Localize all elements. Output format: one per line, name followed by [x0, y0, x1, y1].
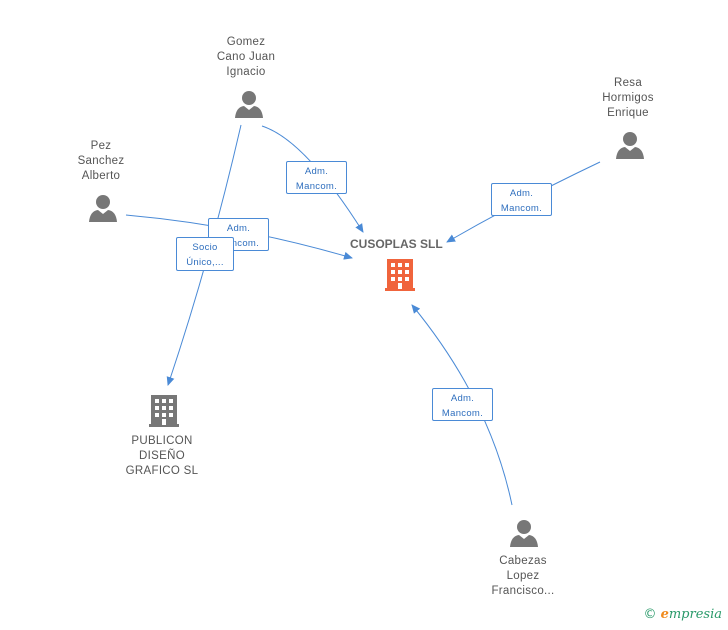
- edge-label-line: Adm.: [226, 223, 251, 234]
- company-publicon-label[interactable]: PUBLICON DISEÑO GRAFICO SL: [112, 434, 212, 479]
- main-company-building-icon[interactable]: [385, 257, 417, 293]
- person-resa-label[interactable]: Resa Hormigos Enrique: [588, 76, 668, 121]
- main-company-title[interactable]: CUSOPLAS SLL: [350, 237, 443, 251]
- person-pez-label[interactable]: Pez Sanchez Alberto: [61, 139, 141, 184]
- label-line: Hormigos: [602, 92, 654, 104]
- edge-label-cabezas-main: Adm. Mancom.: [432, 388, 493, 421]
- edge-label-gomez-publicon: Socio Único,...: [176, 237, 234, 271]
- edge-label-resa-main: Adm. Mancom.: [491, 183, 552, 216]
- edge-label-line: Mancom.: [217, 238, 260, 249]
- brand-name: mpresia: [668, 607, 722, 622]
- brand-initial: e: [660, 607, 669, 622]
- edge-label-line: Adm.: [304, 166, 329, 177]
- label-line: Lopez: [506, 570, 540, 582]
- edge-label-gomez-main: Adm. Mancom.: [286, 161, 347, 194]
- edge-label-line: Único,...: [186, 257, 224, 268]
- edge-label-line: Adm.: [509, 188, 534, 199]
- person-gomez-icon[interactable]: [234, 89, 264, 119]
- edge-label-line: Mancom.: [441, 408, 484, 419]
- label-line: DISEÑO: [139, 450, 185, 462]
- edge-label-line: Socio: [192, 242, 218, 253]
- label-line: Ignacio: [226, 66, 266, 78]
- person-cabezas-icon[interactable]: [509, 518, 539, 548]
- label-line: Gomez: [226, 36, 266, 48]
- label-line: PUBLICON: [131, 435, 193, 447]
- label-line: Pez: [90, 140, 112, 152]
- person-pez-icon[interactable]: [88, 193, 118, 223]
- label-line: Francisco...: [491, 585, 555, 597]
- label-line: Alberto: [81, 170, 121, 182]
- copyright-symbol: ©: [643, 607, 657, 622]
- edge-label-line: Adm.: [450, 393, 475, 404]
- person-gomez-label[interactable]: Gomez Cano Juan Ignacio: [206, 35, 286, 80]
- person-cabezas-label[interactable]: Cabezas Lopez Francisco...: [478, 554, 568, 599]
- label-line: Cabezas: [499, 555, 547, 567]
- empresia-watermark: © empresia: [643, 607, 722, 622]
- publicon-building-icon[interactable]: [149, 393, 181, 429]
- person-resa-icon[interactable]: [615, 130, 645, 160]
- edge-label-line: Mancom.: [295, 181, 338, 192]
- edge-label-line: Mancom.: [500, 203, 543, 214]
- label-line: Enrique: [607, 107, 649, 119]
- label-line: GRAFICO SL: [125, 465, 199, 477]
- label-line: Resa: [613, 77, 643, 89]
- label-line: Sanchez: [77, 155, 125, 167]
- label-line: Cano Juan: [216, 51, 276, 63]
- edge-gomez-main: [261, 125, 364, 233]
